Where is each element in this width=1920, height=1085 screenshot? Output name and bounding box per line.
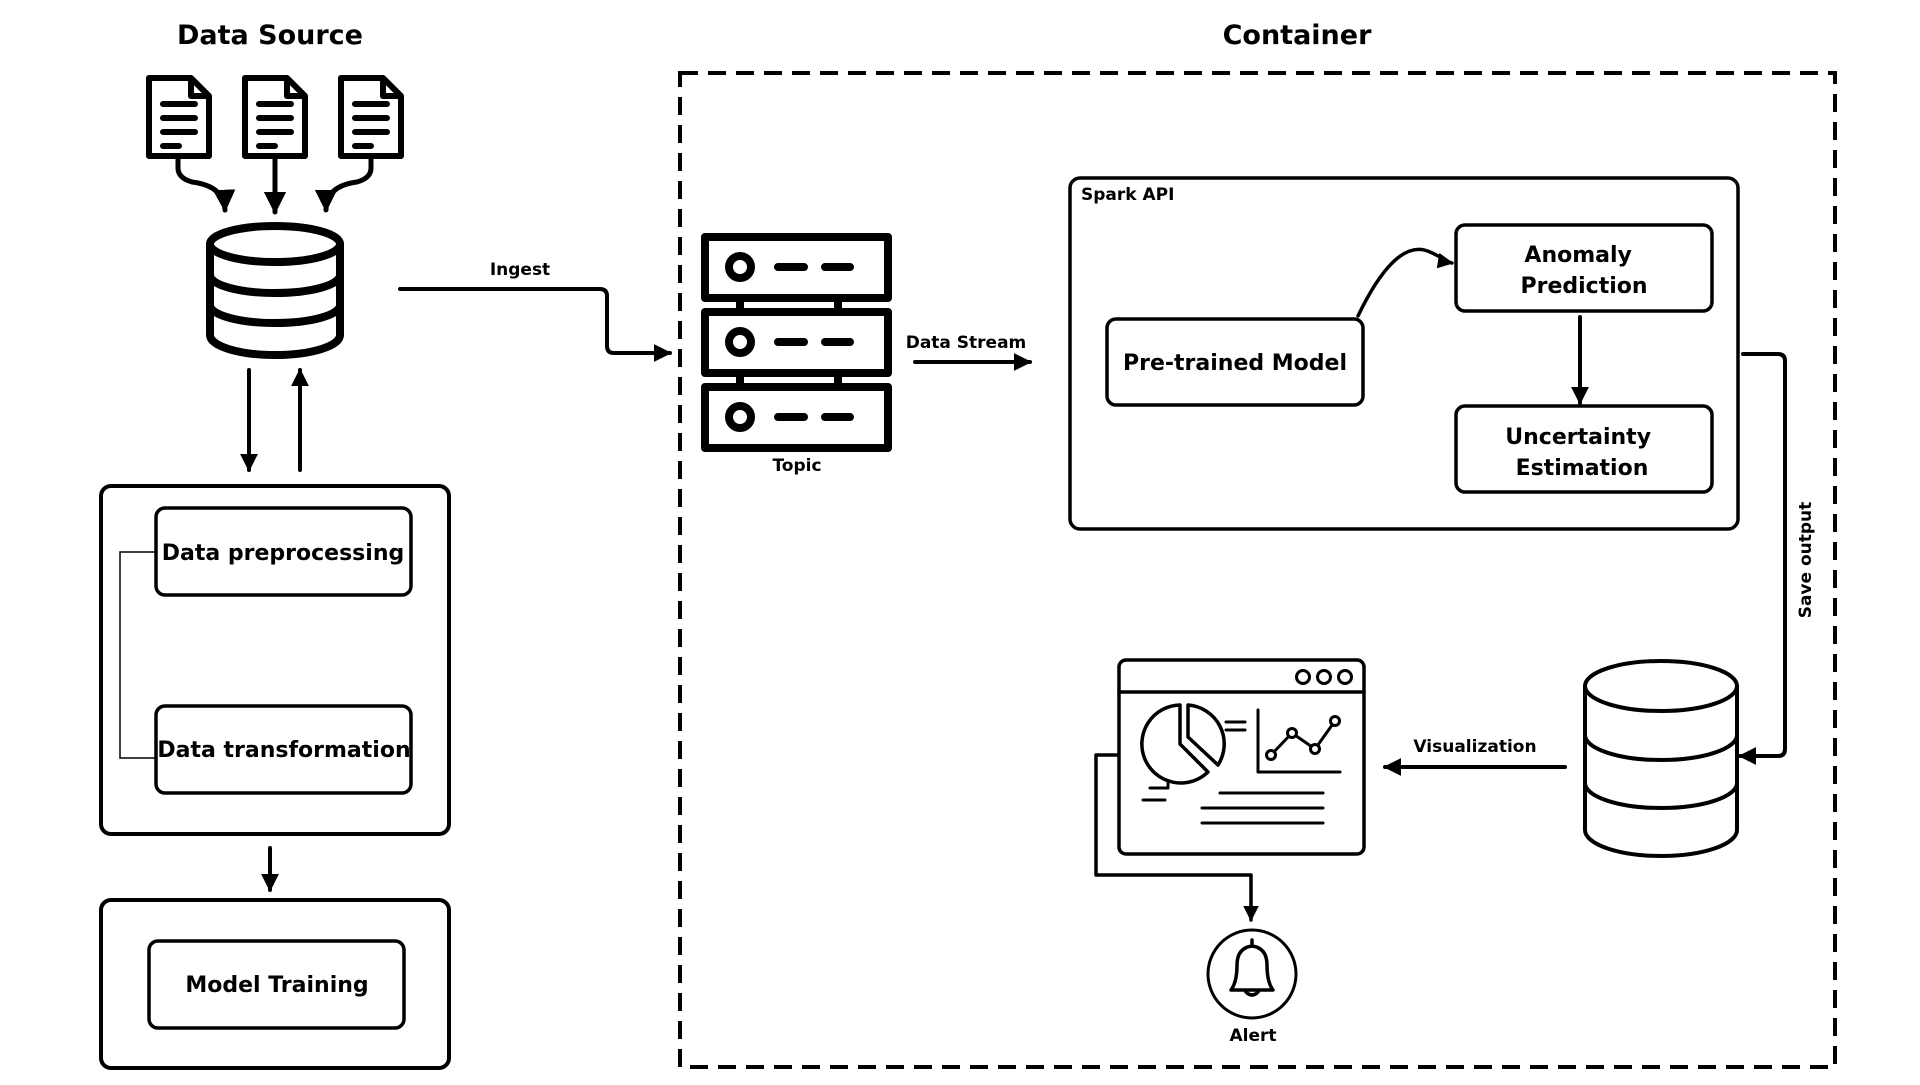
- model-training-label: Model Training: [185, 973, 368, 998]
- uncertainty-line-1: Uncertainty: [1505, 425, 1651, 450]
- database-icon: [1583, 659, 1739, 858]
- model-to-anomaly-arrow: [1356, 247, 1454, 318]
- ingest-arrow: [398, 287, 672, 362]
- anomaly-line-2: Prediction: [1520, 274, 1647, 299]
- container-boundary: [678, 71, 1837, 1069]
- data-preprocessing-label: Data preprocessing: [162, 541, 404, 566]
- alert-label: Alert: [1229, 1026, 1276, 1046]
- topic-label: Topic: [772, 456, 821, 476]
- ingest-label: Ingest: [490, 260, 550, 280]
- visualization-label: Visualization: [1413, 737, 1536, 757]
- data-transformation-box: [154, 704, 413, 795]
- data-preprocessing-box: [154, 506, 413, 597]
- uncertainty-line-2: Estimation: [1516, 456, 1649, 481]
- anomaly-line-1: Anomaly: [1524, 243, 1631, 268]
- save-output-label: Save output: [1796, 502, 1816, 619]
- doc-to-db-arrow: [175, 153, 236, 213]
- document-icon: [338, 75, 404, 159]
- model-training-group: [99, 898, 451, 1070]
- database-icon: [206, 222, 344, 359]
- preprocessing-group: [99, 484, 451, 836]
- server-stack-icon: [701, 233, 892, 452]
- dashboard-window-icon: [1117, 658, 1366, 856]
- doc-to-db-arrow: [314, 153, 374, 213]
- document-icon: [242, 75, 308, 159]
- spark-api-box: [1068, 176, 1740, 531]
- pretrained-model-label: Pre-trained Model: [1123, 351, 1347, 376]
- pretrained-model-box: [1105, 317, 1365, 407]
- uncertainty-estimation-box: [1454, 404, 1714, 494]
- spark-api-label: Spark API: [1081, 185, 1174, 205]
- container-title: Container: [1223, 20, 1373, 51]
- document-icon: [146, 75, 212, 159]
- data-stream-label: Data Stream: [906, 333, 1027, 353]
- preprocessing-link: [119, 551, 156, 759]
- dashboard-to-alert-arrow: [1094, 753, 1259, 922]
- data-source-title: Data Source: [177, 20, 363, 51]
- anomaly-prediction-box: [1454, 223, 1714, 313]
- data-transformation-label: Data transformation: [157, 738, 410, 763]
- bell-icon: [1206, 928, 1298, 1020]
- uncertainty-estimation-label: Uncertainty Estimation: [1505, 425, 1658, 481]
- anomaly-prediction-label: Anomaly Prediction: [1520, 243, 1647, 299]
- save-output-arrow: [1738, 352, 1787, 765]
- model-training-box: [147, 939, 406, 1030]
